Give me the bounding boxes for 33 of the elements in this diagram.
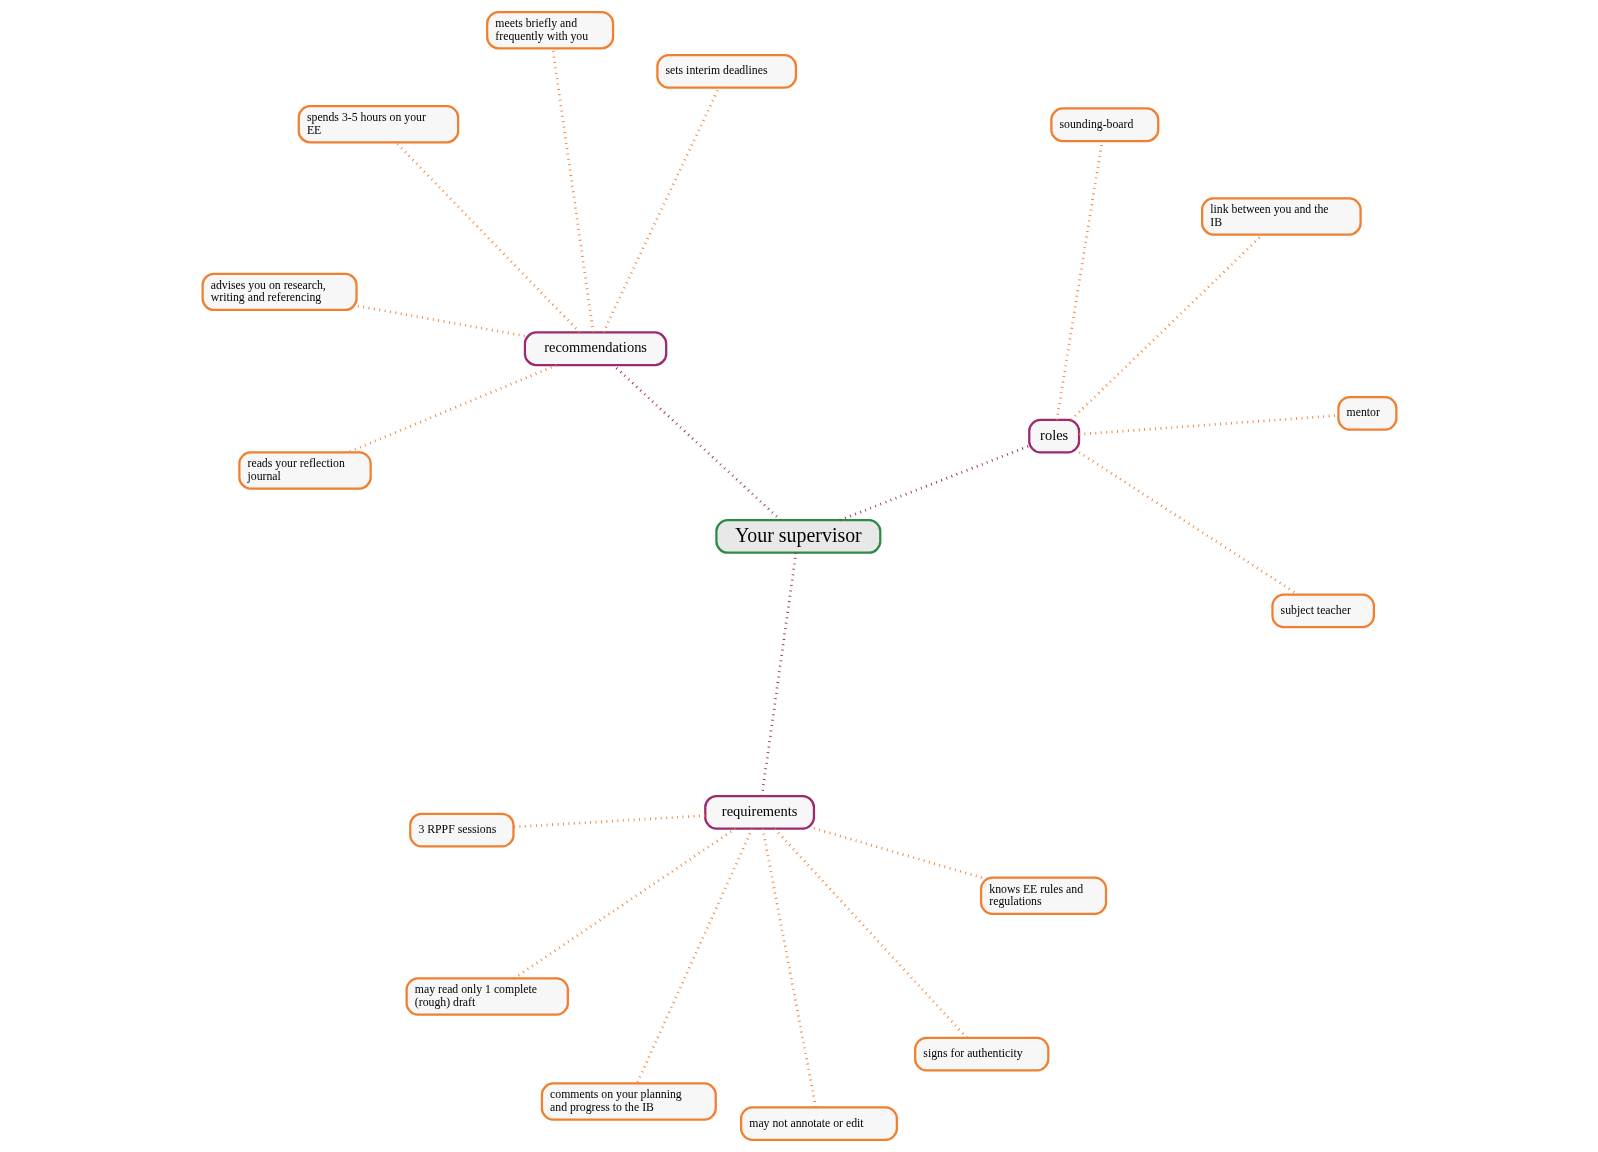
node-box: comments on your planning and progress to the IB — [540, 1082, 717, 1121]
connector — [839, 444, 1030, 522]
connector — [760, 552, 797, 797]
node-box: 3 RPPF sessions — [408, 812, 515, 848]
connector — [760, 828, 817, 1108]
node-box: reads your reflection journal — [237, 451, 372, 490]
connector — [394, 141, 581, 334]
connector — [773, 828, 968, 1039]
node-box: link between you and the IB — [1200, 197, 1362, 236]
node-box: may not annotate or edit — [739, 1106, 898, 1142]
node-box: spends 3-5 hours on your EE — [297, 104, 459, 144]
node-box: Your supervisor — [714, 519, 881, 554]
connector — [347, 363, 557, 454]
node-box: subject teacher — [1270, 593, 1375, 629]
connector — [601, 87, 720, 333]
connector — [512, 827, 736, 980]
node-box: requirements — [703, 794, 815, 830]
connector — [1078, 414, 1338, 436]
node-box: mentor — [1336, 395, 1397, 431]
node-box: meets briefly and frequently with you — [485, 10, 614, 50]
node-box: roles — [1027, 418, 1080, 454]
node-box: knows EE rules and regulations — [979, 876, 1107, 915]
node-box: recommendations — [523, 331, 667, 367]
connector — [550, 48, 595, 333]
node-box: may read only 1 complete (rough) draft — [405, 977, 569, 1016]
node-box: sets interim deadlines — [655, 53, 797, 89]
connector — [813, 827, 982, 879]
connector — [513, 814, 705, 829]
node-box: signs for authenticity — [913, 1036, 1049, 1072]
node-box: sounding-board — [1049, 107, 1159, 143]
connector — [355, 304, 525, 338]
connector — [635, 828, 753, 1084]
node-box: advises you on research, writing and referencing — [201, 272, 358, 312]
